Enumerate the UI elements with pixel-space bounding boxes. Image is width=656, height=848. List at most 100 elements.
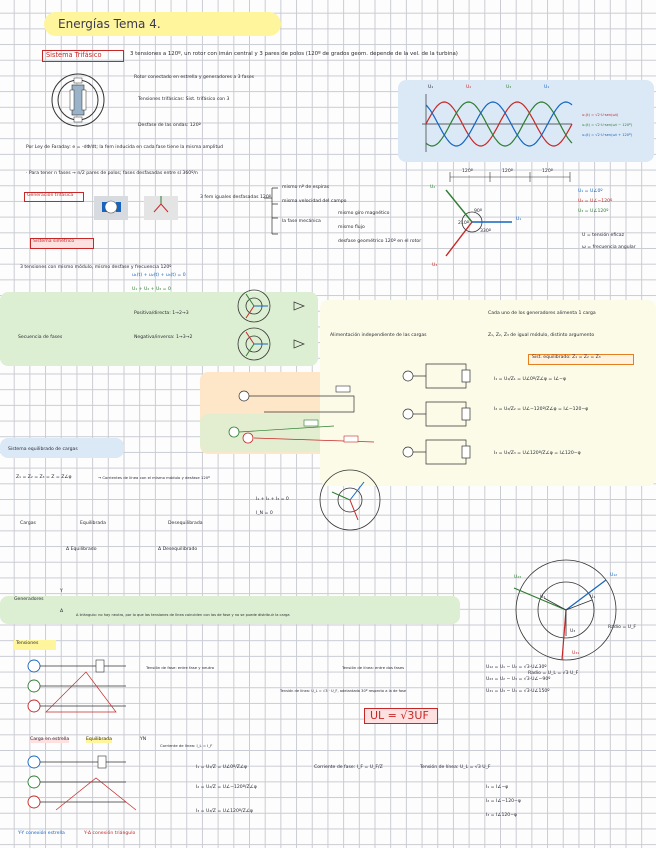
phasor-u12: U₁₂ — [610, 573, 618, 578]
radio-l: Radio = U_L = √3 U_F — [528, 671, 579, 676]
trifasico-note3: Desfase de las ondas: 120º — [138, 123, 201, 128]
gen-b2: misma velocidad del campo — [282, 199, 347, 204]
fem-line: Por Ley de Faraday: e = -dΦ/dt; la fem i… — [26, 145, 224, 150]
phasor-u2: U₂ — [430, 185, 436, 190]
waves-highlight — [398, 80, 654, 162]
carga-y-r1: I₁ = I∠−φ — [486, 785, 509, 790]
phasor-u2-b: U₂ — [540, 595, 546, 600]
carga-y-circuit — [27, 755, 137, 811]
alim-i3: I₃ = U₃/Z₃ = U∠120º/Z∠φ = I∠120−φ — [494, 451, 581, 456]
gen-note: 3 fem iguales desfasadas 120º — [200, 195, 271, 200]
page-title: Energías Tema 4. — [58, 17, 161, 31]
generadores-tri: Δ — [60, 609, 64, 614]
carga-y-i3: I₃ = U₃/Z = U∠120º/Z∠φ — [196, 809, 253, 814]
angle-1: 120º — [462, 169, 473, 175]
gen-b4: mismo giro magnético — [338, 211, 390, 216]
phasor-note-2: ω = frecuencia angular — [582, 245, 636, 250]
pares-line: · Para tener n fases → n/2 pares de polo… — [26, 171, 198, 176]
carga-y-c3: Tensión de línea: U_L = √3 U_F — [420, 765, 491, 770]
carga-y-r2: I₂ = I∠−120−φ — [486, 799, 521, 804]
phasor-u1: U₁ — [516, 217, 522, 222]
secuencia-highlight — [0, 292, 318, 366]
gen-loads — [402, 363, 471, 465]
secuencia-circles — [237, 289, 305, 361]
gen-brace — [264, 187, 278, 235]
gen-label: Generación trifásica — [27, 193, 74, 198]
formula-box — [364, 708, 438, 724]
footer-2: Y-Δ conexión triángulo — [84, 831, 136, 836]
wave-angle-markers — [449, 172, 571, 182]
equilibrado-highlight — [0, 438, 124, 458]
alim-highlight — [320, 300, 656, 486]
tensiones-t4: U₂₃ = U₂ − U₃ = √3·U∠−90º — [486, 677, 551, 682]
line-voltage-phasors — [513, 559, 617, 661]
gen-b5: mismo flujo — [338, 225, 365, 230]
tensiones-t5: U₃₁ = U₃ − U₁ = √3·U∠150º — [486, 689, 550, 694]
carga-y-r3: I₃ = I∠120−φ — [486, 813, 518, 818]
carga-y-heading: Carga en estrella — [30, 737, 70, 743]
phasor-u3: U₃ — [432, 263, 438, 268]
trifasico-line1: 3 tensiones a 120º, un rotor con imán ce… — [130, 51, 458, 57]
footer-1: Y-Y conexión estrella — [18, 831, 65, 836]
alim-note2: Z₁, Z₂, Z₃ de igual módulo, distinto arg… — [488, 333, 595, 338]
equilibrado-sum1: I₁ + I₂ + I₃ = 0 — [256, 497, 289, 502]
angle-2: 120º — [502, 169, 513, 175]
tensiones-t6: Tensión de línea: U_L = √3 · U_F, adelan… — [280, 689, 407, 693]
cargas-desequilibrada: Desequilibrada — [168, 521, 203, 526]
wave-label-4: U₁ — [544, 85, 550, 90]
cargas-label: Cargas — [20, 521, 36, 526]
wave-legend-3: u₃(t) = √2·U·sen(ωt + 120º) — [582, 133, 633, 137]
wave-label-2: U₂ — [466, 85, 472, 90]
phasor-note-1: U = tensión eficaz — [582, 233, 624, 238]
equilibrado-phasors — [319, 469, 381, 531]
cargas-nota: Δ triángulo: no hay neutro, por lo que l… — [76, 613, 290, 617]
equilibrado-sum2: I_N = 0 — [256, 511, 273, 516]
simetrico-eq1: u₁(t) + u₂(t) + u₃(t) = 0 — [132, 273, 186, 278]
phasor-u31: U₃₁ — [572, 651, 580, 656]
phasor-eq-3: U₃ = U∠120º — [578, 209, 609, 214]
simetrico-heading: Sistema simétrico — [33, 239, 75, 244]
cargas-equilibrada: Equilibrada — [80, 521, 106, 526]
three-phase-circuit — [228, 385, 375, 444]
generadores-y: Y — [60, 589, 63, 594]
trifasico-heading: Sistema Trifásico — [46, 51, 102, 59]
gen-label-box — [24, 192, 84, 202]
phasor-ang-1: 90º — [474, 209, 483, 214]
cargas-highlight — [0, 596, 460, 624]
wave-label-3: U₃ — [506, 85, 512, 90]
gen-diagram — [94, 196, 178, 220]
carga-y-heading2: Equilibrada — [86, 737, 112, 743]
phasor-eq-1: U₁ = U∠0º — [578, 189, 603, 194]
generadores-label: Generadores — [14, 597, 44, 602]
gen-b3: la fase mecánica — [282, 219, 321, 224]
simetrico-heading-box — [30, 238, 94, 249]
title-highlight — [44, 12, 281, 36]
sist-eq: Sist. equilibrado: Z₁ = Z₂ = Z₃ — [532, 355, 601, 360]
simetrico-text: 3 tensiones con mismo módulo, mismo desf… — [20, 265, 172, 270]
equilibrado-heading: Sistema equilibrado de cargas — [8, 447, 78, 452]
gen-b6: desfase geométrico 120º en el rotor — [338, 239, 422, 244]
gen-b1: mismo nº de espiras — [282, 185, 330, 190]
carga-y-heading3: YN — [140, 737, 147, 742]
sist-eq-box — [528, 354, 634, 365]
cargas-tri-deseq: Δ Desequilibrado — [158, 547, 198, 552]
wave-legend-1: u₁(t) = √2·U·sen(ωt) — [582, 113, 619, 117]
tensiones-heading-box — [14, 640, 56, 650]
tensiones-t1: Tensión de fase: entre fase y neutro — [146, 665, 215, 670]
carga-y-i2: I₂ = U₂/Z = U∠−120º/Z∠φ — [196, 785, 257, 790]
trifasico-note1: Rotor conectado en estrella y generadore… — [134, 75, 255, 80]
wave-legend-2: u₂(t) = √2·U·sen(ωt − 120º) — [582, 123, 633, 127]
tensiones-t2: Tensión de línea: entre dos fases — [342, 665, 405, 670]
tensiones-heading: Tensiones — [16, 641, 39, 646]
carga-y-i1: I₁ = U₁/Z = U∠0º/Z∠φ — [196, 765, 248, 770]
alim-i2: I₂ = U₂/Z₂ = U∠−120º/Z∠φ = I∠−120−φ — [494, 407, 589, 412]
angle-3: 120º — [542, 169, 553, 175]
carga-y-c2: Corriente de fase: I_F = U_F/Z — [314, 765, 383, 770]
phasor-ang-3: 330º — [480, 229, 491, 234]
phasor-u3-b: U₃ — [570, 629, 576, 634]
alim-label: Alimentación independiente de las cargas — [330, 333, 427, 338]
three-phase-waves — [422, 94, 573, 152]
equilibrado-note: → Corrientes de línea con el mismo módul… — [98, 475, 210, 480]
phasor-eq-2: U₂ = U∠−120º — [578, 199, 613, 204]
